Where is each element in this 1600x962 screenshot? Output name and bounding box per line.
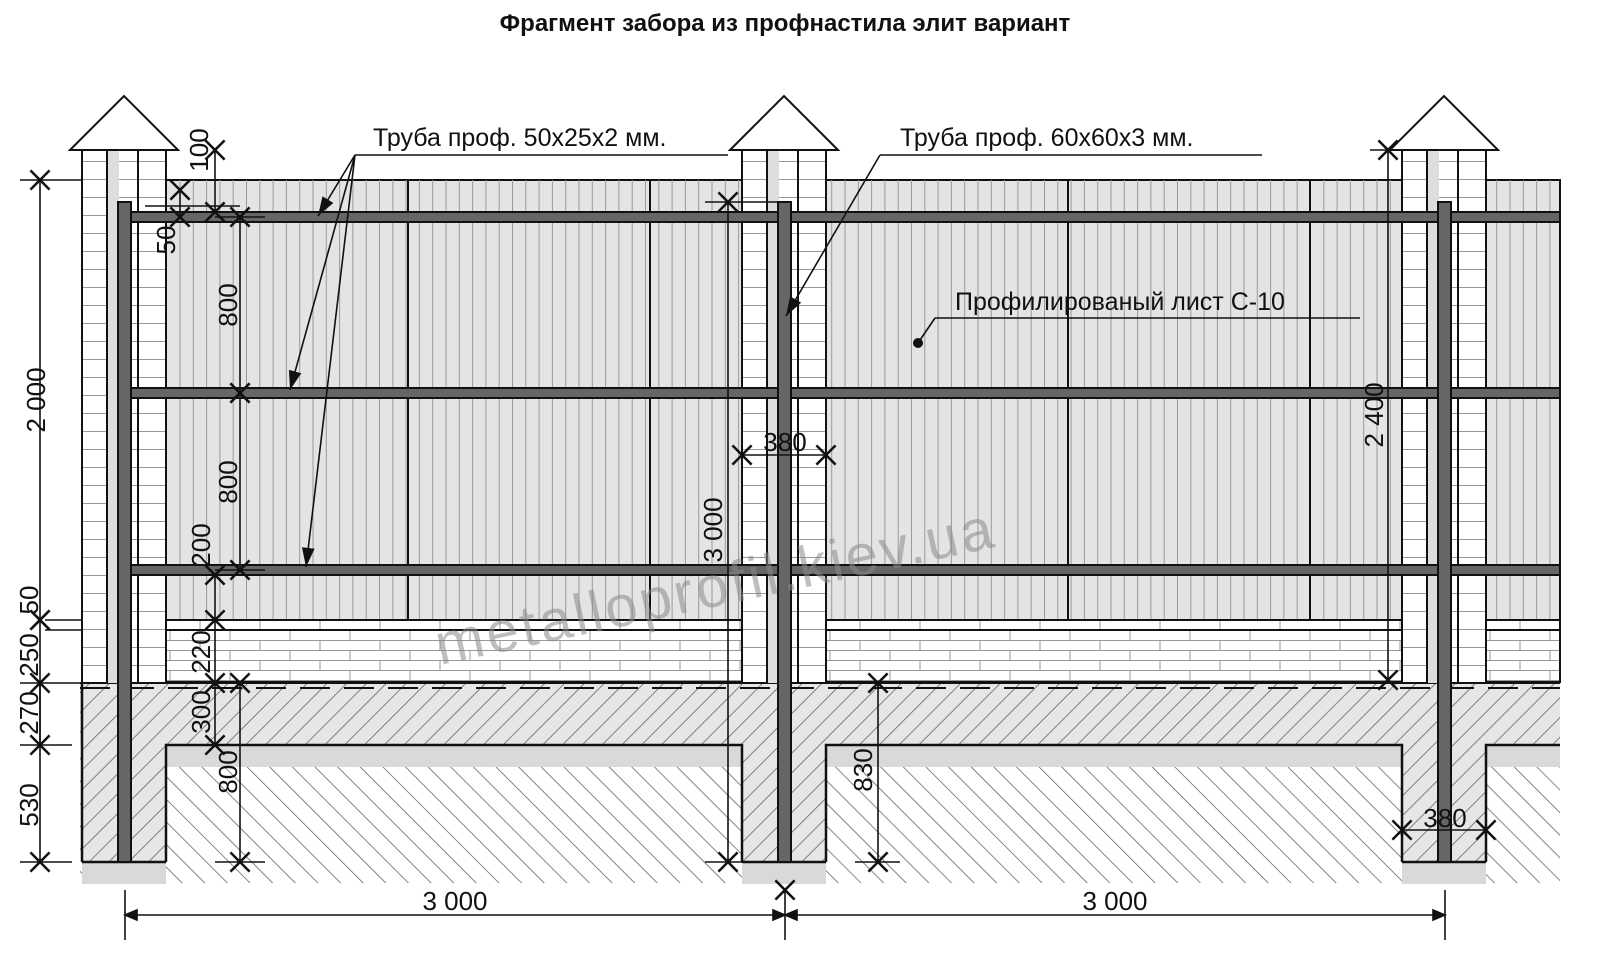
dim-pillar-width-mid: 380	[763, 427, 806, 457]
dim-ground-strip: 270	[14, 691, 44, 734]
dimension-texts: 2 000 100 50 800 800 200 50 250 270 530 …	[14, 128, 1467, 916]
label-sheet: Профилированый лист С-10	[955, 288, 1285, 316]
dim-plinth-cap: 50	[14, 586, 44, 615]
leader-dot-icon	[913, 338, 923, 348]
diagram-title: Фрагмент забора из профнастила элит вари…	[499, 10, 1071, 37]
dim-bottom-rail-offset: 200	[186, 523, 216, 566]
dim-span-left: 3 000	[422, 886, 487, 916]
pillar-cap	[67, 94, 181, 151]
soil	[80, 682, 1560, 884]
dim-pillar-width-right: 380	[1423, 803, 1466, 833]
label-rail-pipe: Труба проф. 50x25x2 мм.	[373, 124, 666, 152]
dim-span-right: 3 000	[1082, 886, 1147, 916]
dim-total-height: 2 000	[21, 367, 51, 432]
dim-rail-span-1: 800	[213, 283, 243, 326]
dim-foundation-depth: 530	[14, 783, 44, 826]
dim-pillar-depth: 830	[848, 748, 878, 791]
dim-rail-span-2: 800	[213, 460, 243, 503]
dim-plinth: 250	[14, 633, 44, 676]
dim-post-length: 3 000	[698, 497, 728, 562]
dimension-lines	[20, 139, 1497, 940]
pillar-cap	[1387, 94, 1501, 151]
dim-pillar-height: 2 400	[1359, 382, 1389, 447]
dim-plinth-inner: 220	[186, 630, 216, 673]
pillar-cap	[727, 94, 841, 151]
label-post-pipe: Труба проф. 60x60x3 мм.	[900, 124, 1193, 152]
posts	[117, 201, 1452, 863]
dim-strip-depth: 300	[186, 690, 216, 733]
dim-top-rail-offset: 50	[151, 226, 181, 255]
profiled-sheets	[165, 179, 1561, 621]
dim-cap-gap: 100	[184, 128, 214, 171]
dim-post-depth: 800	[213, 750, 243, 793]
callouts: Труба проф. 50x25x2 мм. Труба проф. 60x6…	[288, 124, 1360, 568]
